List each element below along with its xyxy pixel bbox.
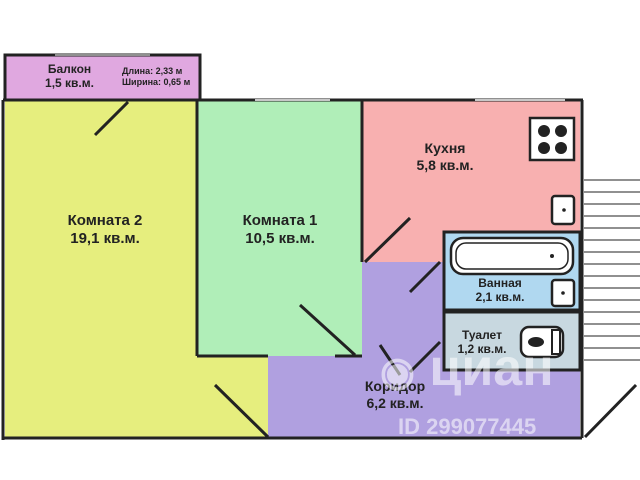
balcony-area: 1,5 кв.м.: [45, 76, 94, 91]
room2-name: Комната 2: [67, 212, 143, 229]
room1-label: Комната 1 10,5 кв.м.: [205, 212, 355, 248]
kitchen-name: Кухня: [424, 140, 466, 156]
kitchen-area-text: 5,8 кв.м.: [416, 156, 474, 173]
room1-area: [198, 100, 362, 356]
corridor-label: Коридор 6,2 кв.м.: [340, 378, 450, 412]
bathroom-name: Ванная: [478, 276, 522, 290]
balcony-name: Балкон: [47, 62, 92, 76]
balcony-label: Балкон 1,5 кв.м.: [22, 62, 117, 91]
bathroom-area-text: 2,1 кв.м.: [475, 290, 525, 305]
stairs: [584, 179, 640, 361]
toilet-name: Туалет: [462, 328, 502, 342]
doors: [93, 100, 638, 439]
kitchen-sink-icon: [550, 194, 576, 226]
room2-label: Комната 2 19,1 кв.м.: [30, 212, 180, 248]
toilet-label: Туалет 1,2 кв.м.: [446, 328, 518, 357]
balcony-dimensions: Длина: 2,33 м Ширина: 0,65 м: [122, 66, 200, 88]
toilet-area-text: 1,2 кв.м.: [457, 342, 507, 357]
room1-name: Комната 1: [242, 212, 318, 229]
bathroom-sink-icon: [550, 278, 576, 308]
stove-icon: [528, 116, 576, 162]
room2-area: [5, 100, 198, 437]
kitchen-label: Кухня 5,8 кв.м.: [390, 140, 500, 174]
bathroom-label: Ванная 2,1 кв.м.: [462, 276, 538, 305]
corridor-name: Коридор: [364, 378, 426, 394]
room2-area-text: 19,1 кв.м.: [70, 230, 140, 247]
corridor-area: [268, 262, 580, 437]
balcony-length: Длина: 2,33 м: [122, 66, 183, 76]
balcony-width: Ширина: 0,65 м: [122, 76, 191, 87]
toilet-icon: [519, 325, 565, 359]
room1-area-text: 10,5 кв.м.: [245, 230, 315, 247]
balcony-area: [5, 55, 200, 100]
kitchen-lower: [362, 232, 444, 262]
corridor-area-text: 6,2 кв.м.: [366, 394, 424, 411]
bathtub-icon: [449, 236, 575, 276]
room2-lower: [198, 356, 268, 437]
